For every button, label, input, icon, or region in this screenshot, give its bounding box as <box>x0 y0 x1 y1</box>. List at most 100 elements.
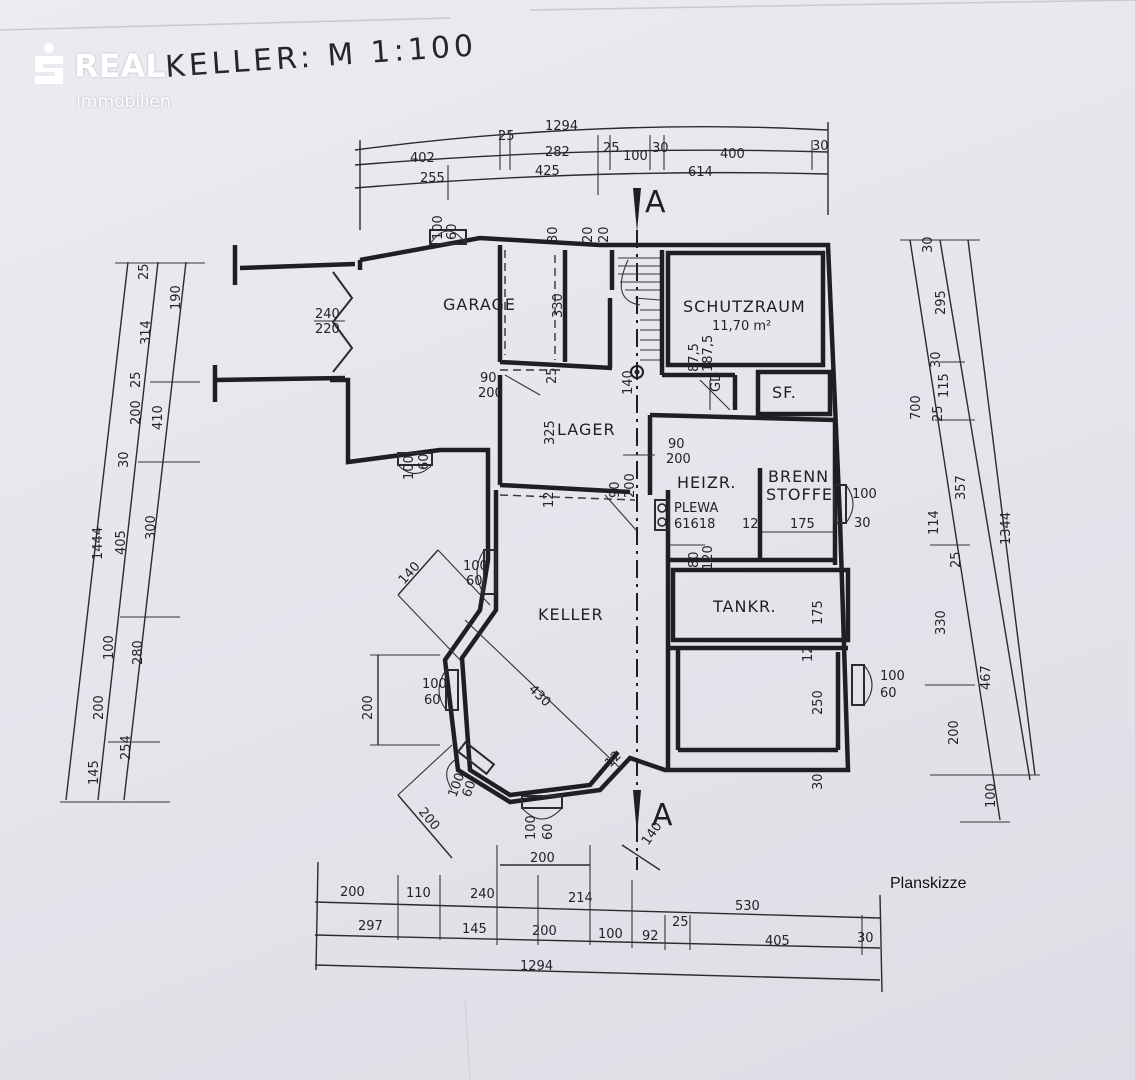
doors <box>504 374 731 546</box>
dim-top-r2-1: 425 <box>535 164 560 179</box>
dim-diag-200-bottom: 200 <box>415 805 442 834</box>
dim-bottom-r1-0: 200 <box>340 885 365 900</box>
boiler-label-1: PLEWA <box>674 501 718 516</box>
bay-dimensions <box>370 549 661 871</box>
bottom-dimensions: 1294 200 110 240 214 530 297 145 200 100… <box>314 845 883 993</box>
dim-heiz-window-b: 30 <box>854 516 871 531</box>
room-keller: KELLER <box>538 605 604 624</box>
dim-gwall-2: 20 <box>597 226 612 243</box>
dim-left-i1: 200 <box>129 400 144 425</box>
dim-left-o8: 200 <box>92 695 107 720</box>
dim-top-r1-3: 25 <box>603 141 620 156</box>
section-letter-top: A <box>645 185 666 220</box>
room-tankr: TANKR. <box>712 597 777 616</box>
dim-right-c2-4: 25 <box>931 405 946 422</box>
dim-top-r1-4: 100 <box>623 149 648 164</box>
room-garage: GARAGE <box>443 295 516 314</box>
room-lager: LAGER <box>557 420 616 439</box>
building-walls <box>212 235 851 805</box>
room-schutzraum: SCHUTZRAUM <box>683 297 806 316</box>
dim-top-r1-7: 30 <box>812 139 829 154</box>
dim-bottom-overall: 1294 <box>520 959 553 974</box>
dim-diag-200-left: 200 <box>361 695 376 720</box>
dim-lager-door-a: 90 <box>608 481 623 498</box>
dim-right-c2-6: 114 <box>927 510 942 535</box>
logo-subtitle: Immobilien <box>76 92 171 112</box>
dim-top-r1-6: 400 <box>720 147 745 162</box>
dim-garage-door-a: 240 <box>315 307 340 322</box>
dim-lager-12: 12 <box>542 491 557 508</box>
caption: Planskizze <box>890 875 967 892</box>
dim-left-o1: 314 <box>139 320 154 345</box>
section-marker-top: A <box>633 185 666 232</box>
dim-stair-25: 25 <box>545 367 560 384</box>
dim-right-c2-7: 25 <box>949 551 964 568</box>
dim-bottom-r2-5: 25 <box>672 915 689 930</box>
dim-bottom-r2-4: 92 <box>642 929 659 944</box>
dim-right-c2-8: 330 <box>934 610 949 635</box>
top-dimensions: 1294 402 25 282 25 100 30 400 30 255 425… <box>354 119 829 230</box>
dim-diag-140-top: 140 <box>396 559 424 587</box>
section-marker-bottom: A <box>633 790 673 835</box>
dim-bottom-r1-1: 110 <box>406 886 431 901</box>
dim-gwall-3: 330 <box>551 293 566 318</box>
dim-left-o2: 25 <box>129 371 144 388</box>
dim-bay-200: 200 <box>530 851 555 866</box>
dim-left-o0: 25 <box>137 263 152 280</box>
dim-right-c2-9: 200 <box>947 720 962 745</box>
inner-dimensions: 240 220 100 60 100 60 30 20 20 330 90 20… <box>314 215 905 866</box>
dim-top-r1-1: 25 <box>498 129 515 144</box>
dim-right-c2-1: 295 <box>934 290 949 315</box>
dim-bottom-r2-0: 297 <box>358 919 383 934</box>
company-logo: REAL Immobilien <box>30 40 280 115</box>
dim-top-r1-0: 402 <box>410 151 435 166</box>
stairs <box>618 257 661 379</box>
logo-brand: REAL <box>74 47 166 85</box>
windows <box>397 229 873 820</box>
boiler-label-2: 61618 <box>674 517 715 532</box>
dim-kw4-a: 100 <box>524 815 539 840</box>
dim-bottom-r2-6: 405 <box>765 934 790 949</box>
dim-bottom-r2-2: 200 <box>532 924 557 939</box>
room-schutzraum-area: 11,70 m² <box>712 319 771 334</box>
dim-bottom-r2-7: 30 <box>857 931 874 946</box>
dim-garage-door-b: 220 <box>315 322 340 337</box>
dim-right-c1-2: 100 <box>984 783 999 808</box>
dim-kw2-b: 60 <box>424 693 441 708</box>
dim-kw1-a: 100 <box>463 559 488 574</box>
dim-bottom-r1-2: 240 <box>470 887 495 902</box>
dim-kw2-a: 100 <box>422 677 447 692</box>
dim-kw4-b: 60 <box>541 823 556 840</box>
dim-left-i2: 300 <box>144 515 159 540</box>
dim-diag-430: 430 <box>525 682 553 710</box>
section-letter-bottom: A <box>652 798 673 833</box>
dim-left-o7: 280 <box>131 640 146 665</box>
dim-heiz-window-a: 100 <box>852 487 877 502</box>
dim-heiz-12: 12 <box>742 517 759 532</box>
dim-top-r1-2: 282 <box>545 145 570 160</box>
room-brennstoffe-1: BRENN <box>768 467 829 486</box>
dim-bottom-r1-3: 214 <box>568 891 593 906</box>
dim-gdoor2-a: 90 <box>480 371 497 386</box>
dim-bottom-r2-3: 100 <box>598 927 623 942</box>
label-gd: GD <box>709 372 724 392</box>
dim-left-o10: 145 <box>87 760 102 785</box>
dim-top-r2-0: 255 <box>420 171 445 186</box>
dim-lager-height: 325 <box>543 420 558 445</box>
dim-left-o5: 405 <box>114 530 129 555</box>
dim-right-c2-3: 115 <box>937 373 952 398</box>
dim-heiz-door-a: 90 <box>668 437 685 452</box>
dim-right-30: 30 <box>811 773 826 790</box>
dim-schutz-door-b: 187,5 <box>701 335 716 372</box>
dim-left-overall: 1444 <box>91 527 106 560</box>
dim-heiz-door-b: 200 <box>666 452 691 467</box>
right-dimensions: 1344 700 467 100 30 295 30 115 25 357 11… <box>900 236 1040 823</box>
left-dimensions: 1444 25 314 25 410 30 405 100 280 200 25… <box>60 261 205 803</box>
dim-gwall-0: 30 <box>546 226 561 243</box>
dim-right-c1-1: 467 <box>979 665 994 690</box>
dim-left-o4: 30 <box>117 451 132 468</box>
dim-right-c1-0: 700 <box>909 395 924 420</box>
dim-kw3-b: 60 <box>460 779 480 800</box>
dim-schutz-door-a: 87,5 <box>687 343 702 372</box>
room-heizr: HEIZR. <box>677 473 736 492</box>
